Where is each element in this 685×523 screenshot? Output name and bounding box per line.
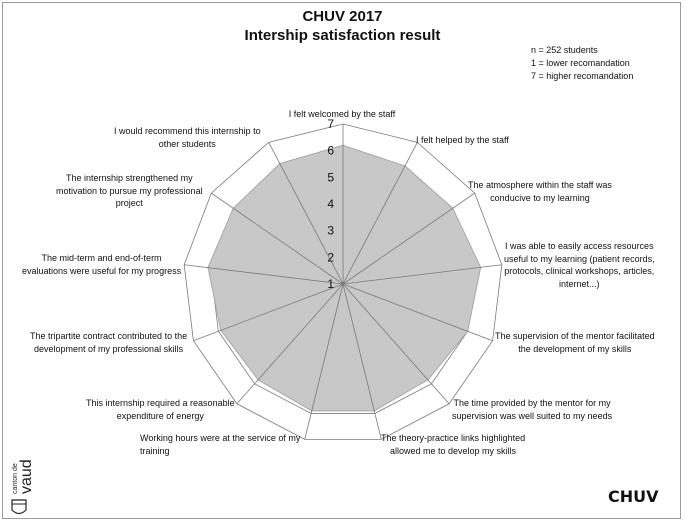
axis-label-line: conducive to my learning — [490, 192, 590, 203]
axis-label-9: This internship required a reasonable exp… — [86, 397, 235, 422]
axis-label-line: protocols, clinical workshops, articles, — [504, 266, 655, 276]
legend-notes: n = 252 students 1 = lower recomandation… — [531, 44, 633, 83]
axis-label-line: internet...) — [559, 278, 600, 289]
axis-label-line: I felt helped by the staff — [416, 135, 509, 145]
tick-label-5: 5 — [327, 170, 334, 184]
spoke-6 — [342, 283, 450, 405]
note-scale-low: 1 = lower recomandation — [531, 58, 630, 68]
chart-title-line1: CHUV 2017 — [302, 8, 383, 25]
chart-frame — [2, 2, 681, 519]
axis-label-13: I would recommend this internship to othe… — [114, 125, 261, 150]
axis-label-line: The internship strengthened my — [66, 173, 193, 183]
axis-label-line: useful to my learning (patient records, — [504, 253, 655, 264]
spoke-12 — [211, 192, 344, 285]
axis-label-3: The atmosphere within the staff was condu… — [468, 179, 612, 204]
vaud-shield-icon — [11, 499, 27, 515]
axis-label-line: evaluations were useful for my progress — [22, 265, 182, 276]
spoke-11 — [184, 264, 344, 285]
grid-ring-7 — [183, 123, 503, 440]
spoke-5 — [342, 283, 493, 342]
spoke-4 — [342, 264, 502, 285]
chuv-logo: CHUV — [608, 487, 659, 506]
axis-label-line: I would recommend this internship to — [114, 126, 261, 136]
tick-label-4: 4 — [327, 197, 334, 211]
vaud-logo-small-text: canton de — [12, 463, 19, 494]
note-sample-size: n = 252 students — [531, 45, 598, 55]
axis-label-12: The internship strengthened my motivation… — [56, 172, 203, 210]
axis-label-line: the development of my skills — [518, 343, 632, 354]
spoke-8 — [304, 283, 344, 440]
vaud-logo-big-text: vaud — [18, 459, 34, 494]
tick-label-1: 1 — [327, 277, 334, 291]
axis-label-line: allowed me to develop my skills — [390, 445, 517, 456]
axis-label-line: I was able to easily access resources — [505, 241, 654, 251]
axis-label-line: other students — [158, 138, 216, 149]
axis-label-line: The time provided by the mentor for my — [453, 398, 611, 408]
spoke-3 — [342, 192, 475, 285]
axis-label-6: The time provided by the mentor for my su… — [452, 397, 612, 422]
tick-label-6: 6 — [327, 144, 334, 158]
axis-label-line: project — [115, 198, 143, 208]
axis-label-line: The supervision of the mentor facilitate… — [495, 331, 655, 341]
spoke-7 — [342, 283, 382, 440]
note-scale-high: 7 = higher recomandation — [531, 71, 634, 81]
axis-label-line: I felt welcomed by the staff — [288, 109, 396, 119]
axis-label-11: The mid-term and end-of-term evaluations … — [22, 252, 181, 277]
axis-label-4: I was able to easily access resources use… — [504, 240, 655, 290]
spoke-13 — [268, 142, 344, 285]
axis-label-1: I felt welcomed by the staff — [289, 108, 395, 121]
canton-de-vaud-logo: canton de vaud — [11, 459, 34, 515]
axis-label-line: The theory-practice links highlighted — [381, 433, 526, 443]
axis-label-2: I felt helped by the staff — [416, 134, 509, 147]
axis-label-line: development of my professional skills — [34, 343, 184, 354]
tick-label-3: 3 — [327, 224, 334, 238]
tick-label-7: 7 — [327, 117, 334, 131]
spoke-9 — [236, 283, 344, 405]
chart-title-line2: Intership satisfaction result — [244, 27, 441, 44]
axis-label-8: Working hours were at the service of my t… — [140, 432, 300, 457]
axis-label-line: motivation to pursue my professional — [56, 185, 203, 196]
spoke-2 — [342, 142, 418, 285]
series-area — [207, 144, 482, 412]
axis-label-line: supervision was well suited to my needs — [452, 410, 613, 421]
axis-label-7: The theory-practice links highlighted all… — [381, 432, 525, 457]
axis-label-line: The atmosphere within the staff was — [468, 180, 612, 190]
tick-label-2: 2 — [327, 250, 334, 264]
axis-label-line: The mid-term and end-of-term — [41, 253, 162, 263]
axis-label-line: training — [140, 445, 170, 456]
spoke-10 — [193, 283, 344, 342]
axis-label-line: This internship required a reasonable — [86, 398, 235, 408]
axis-label-line: The tripartite contract contributed to t… — [30, 331, 188, 341]
axis-label-10: The tripartite contract contributed to t… — [30, 330, 187, 355]
axis-label-5: The supervision of the mentor facilitate… — [495, 330, 655, 355]
axis-label-line: expenditure of energy — [116, 410, 204, 421]
axis-label-line: Working hours were at the service of my — [140, 433, 301, 443]
